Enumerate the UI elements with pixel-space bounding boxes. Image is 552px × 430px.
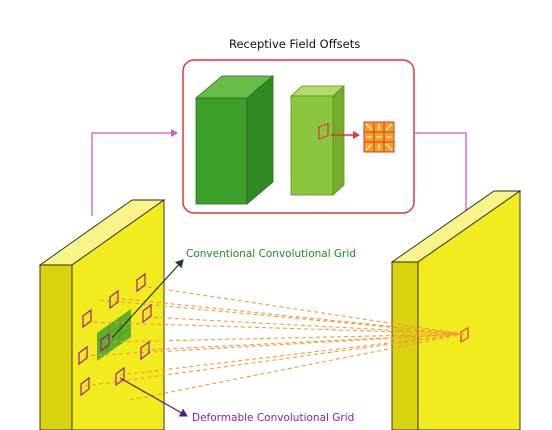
deformable-sample-points (78, 272, 152, 397)
conventional-pointer-arrow (111, 259, 184, 339)
sample-point (136, 272, 146, 293)
sample-point (80, 376, 90, 397)
input-feature-map (38, 199, 166, 430)
output-sample-point (460, 326, 469, 343)
input-to-offset-connector (91, 129, 178, 216)
sample-point (78, 345, 88, 366)
sampling-lines (83, 285, 465, 401)
dark-green-feature-block (194, 75, 275, 205)
conventional-grid-label: Conventional Convolutional Grid (186, 248, 356, 260)
sample-point (115, 366, 125, 387)
sample-point (109, 289, 119, 310)
sample-point (100, 332, 110, 353)
sample-point (140, 340, 150, 361)
output-feature-map (390, 190, 522, 430)
light-green-offset-block (289, 85, 346, 196)
receptive-field-offsets-title: Receptive Field Offsets (229, 37, 361, 51)
deformable-grid-label: Deformable Convolutional Grid (192, 412, 355, 424)
sample-point (82, 308, 92, 329)
deformable-pointer-arrow (119, 377, 188, 417)
offset-kernel-grid (363, 121, 395, 153)
sample-point (142, 303, 152, 324)
offset-sample-window (318, 122, 329, 140)
offset-module (182, 59, 415, 214)
